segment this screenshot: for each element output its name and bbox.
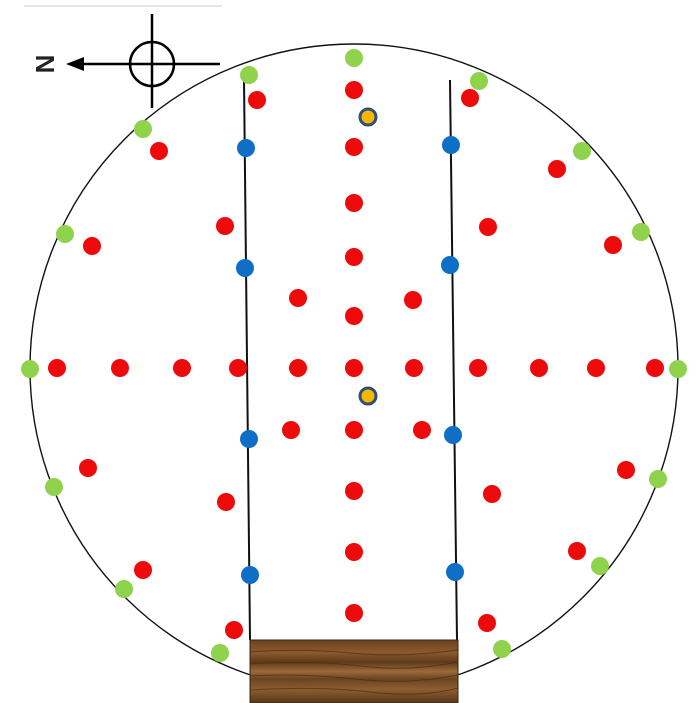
green-point <box>470 72 488 90</box>
blue-point <box>441 256 459 274</box>
red-point <box>345 482 363 500</box>
red-point <box>345 307 363 325</box>
blue-point <box>241 566 259 584</box>
green-point <box>240 66 258 84</box>
green-point <box>345 49 363 67</box>
red-point <box>150 142 168 160</box>
source-markers <box>358 107 378 406</box>
green-point <box>45 478 63 496</box>
red-point <box>345 421 363 439</box>
blue-point <box>442 136 460 154</box>
compass-circle-icon <box>128 40 176 88</box>
north-label: N <box>30 55 60 74</box>
blue-point <box>237 139 255 157</box>
right-wall-line <box>449 79 458 641</box>
red-point <box>48 359 66 377</box>
left-wall-line <box>243 79 251 641</box>
blue-point <box>240 430 258 448</box>
red-point <box>345 81 363 99</box>
red-point <box>248 91 266 109</box>
green-point <box>56 225 74 243</box>
red-point <box>345 604 363 622</box>
red-point <box>345 543 363 561</box>
red-point <box>530 359 548 377</box>
red-point <box>548 160 566 178</box>
green-point <box>134 120 152 138</box>
red-point <box>289 359 307 377</box>
green-point <box>591 557 609 575</box>
red-point <box>404 291 422 309</box>
green-point <box>115 580 133 598</box>
red-point <box>604 236 622 254</box>
blue-point <box>446 563 464 581</box>
red-point <box>83 237 101 255</box>
green-point <box>211 644 229 662</box>
red-point <box>229 359 247 377</box>
compass: N <box>24 5 222 108</box>
red-point <box>345 138 363 156</box>
red-point <box>478 614 496 632</box>
source-point <box>358 386 378 406</box>
red-point <box>469 359 487 377</box>
blue-point <box>444 426 462 444</box>
red-point <box>617 461 635 479</box>
red-point <box>79 459 97 477</box>
red-point <box>345 194 363 212</box>
red-point <box>134 561 152 579</box>
red-point <box>568 542 586 560</box>
red-point <box>289 289 307 307</box>
green-point <box>649 470 667 488</box>
red-point <box>216 217 234 235</box>
green-point <box>573 142 591 160</box>
red-point <box>282 421 300 439</box>
red-point <box>413 421 431 439</box>
measurement-points <box>48 81 664 639</box>
red-point <box>173 359 191 377</box>
perimeter-points <box>21 49 687 662</box>
red-point <box>646 359 664 377</box>
red-point <box>587 359 605 377</box>
wall-points <box>236 136 464 584</box>
red-point <box>111 359 129 377</box>
wood-grain <box>249 649 459 695</box>
green-point <box>669 360 687 378</box>
blue-point <box>236 259 254 277</box>
source-point <box>358 107 378 127</box>
red-point <box>345 248 363 266</box>
green-point <box>632 223 650 241</box>
red-point <box>345 359 363 377</box>
north-arrow-icon <box>66 57 84 71</box>
red-point <box>479 218 497 236</box>
red-point <box>483 485 501 503</box>
red-point <box>225 621 243 639</box>
green-point <box>21 360 39 378</box>
green-point <box>493 640 511 658</box>
red-point <box>461 89 479 107</box>
red-point <box>217 493 235 511</box>
red-point <box>405 359 423 377</box>
